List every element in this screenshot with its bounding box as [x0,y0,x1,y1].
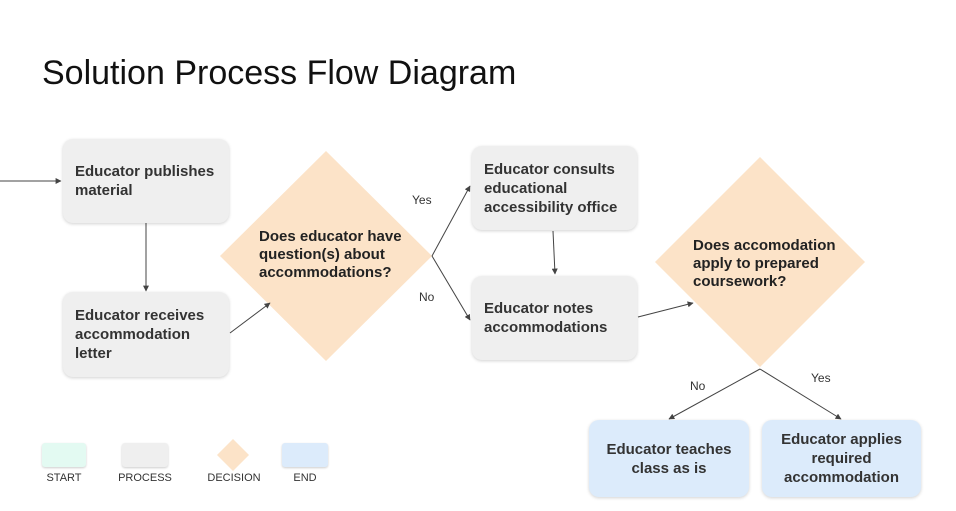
legend-decision-swatch [217,439,249,471]
edge-label-yes: Yes [811,371,831,385]
node-label: Educator consults educational accessibil… [484,160,618,216]
edge-label-no: No [419,290,435,304]
legend-process-swatch [122,443,168,467]
node-label: Educator applies required accommodation [781,431,902,486]
node-educator-consults: Educator consults educational accessibil… [472,146,637,230]
decision-questions-label: Does educator have question(s) about acc… [259,228,402,281]
node-label: Educator notes accommodations [484,300,608,336]
legend-start-label: START [46,472,82,484]
legend-process-label: PROCESS [118,472,172,484]
node-educator-applies: Educator applies required accommodation [762,420,921,497]
node-educator-receives: Educator receives accommodation letter [63,292,229,377]
connector-decision-to-teaches [668,368,761,420]
node-educator-publishes: Educator publishes material [63,139,229,223]
connector-consults-to-notes [551,230,558,275]
connector-receives-to-decision [229,302,271,334]
decision-questions-shape [220,151,432,361]
edge-label-yes: Yes [412,193,432,207]
node-educator-teaches: Educator teaches class as is [589,420,749,497]
connector-decision-to-applies [759,368,842,420]
connector-decision-to-notes [431,255,471,321]
edge-label-no: No [690,379,706,393]
decision-apply-label: Does accomodation apply to prepared cour… [693,237,836,290]
legend-end-label: END [293,472,317,484]
page-title: Solution Process Flow Diagram [42,54,517,92]
decision-apply-shape [655,157,865,367]
connector-notes-to-decision [637,301,694,318]
connector-decision-to-consults [431,185,471,257]
legend-start-swatch [42,443,86,467]
legend-decision-label: DECISION [207,472,261,484]
node-label: Educator teaches class as is [606,440,732,477]
node-label: Educator publishes material [75,163,215,199]
legend-end-swatch [282,443,328,467]
node-educator-notes: Educator notes accommodations [472,276,637,360]
node-label: Educator receives accommodation letter [75,307,205,362]
